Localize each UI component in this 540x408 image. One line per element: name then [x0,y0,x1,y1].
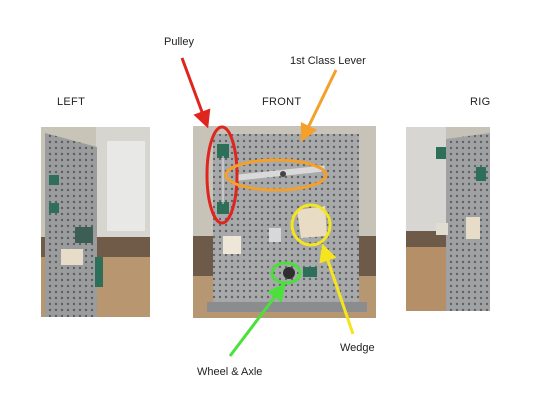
pulley-arrow [180,57,211,129]
front-view-photo-art [193,126,376,318]
view-label-front: FRONT [262,96,302,108]
right-view-photo-art [406,127,490,311]
lever-arrow [300,69,338,143]
callout-wheel-label: Wheel & Axle [197,366,263,378]
callout-pulley-label: Pulley [164,36,194,48]
left-view-photo-art [41,127,150,317]
front-view-photo [193,126,376,318]
view-label-right: RIG [470,96,491,108]
right-view-photo [406,127,490,311]
callout-wedge-label: Wedge [340,342,375,354]
left-view-photo [41,127,150,317]
view-label-left: LEFT [57,96,86,108]
callout-lever-label: 1st Class Lever [290,55,366,67]
